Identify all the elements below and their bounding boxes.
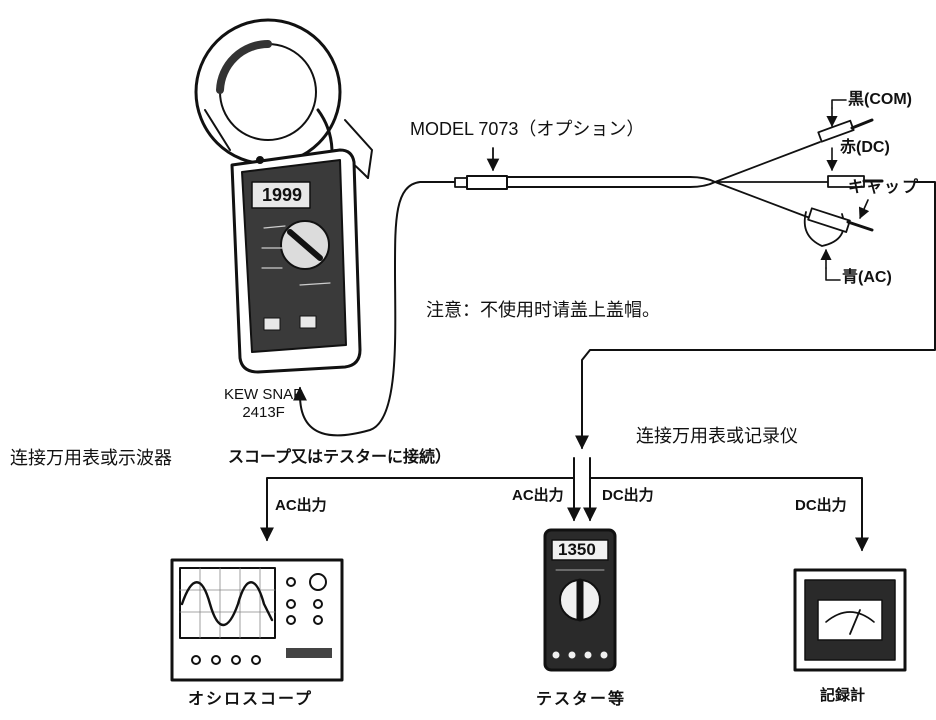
red-lead-probe: [826, 147, 884, 188]
tester-lcd: [551, 539, 609, 561]
recorder: [793, 568, 907, 672]
left-jack: [263, 317, 281, 331]
output-cable: [581, 181, 936, 441]
clamp-meter-model-number: 2413F: [242, 404, 285, 421]
ac-output-label-left: AC出力: [275, 497, 327, 514]
meter-lcd: [251, 181, 311, 209]
clamp-jaw: [194, 18, 373, 179]
dc-output-label-right: DC出力: [795, 497, 847, 514]
meter-output-cable: [299, 181, 456, 437]
tester-display: 1350: [558, 540, 596, 559]
red-lead-label: 赤(DC): [840, 139, 890, 156]
blue-lead-label: 青(AC): [842, 269, 892, 286]
adapter-model-label: MODEL 7073（オプション）: [410, 119, 645, 139]
right-jack: [299, 315, 317, 329]
connect-oscilloscope-note: 连接万用表或示波器: [10, 448, 172, 469]
clamp-meter: [194, 18, 373, 374]
meter-body: [230, 148, 362, 374]
recorder-label: 記録計: [820, 687, 866, 704]
connect-scope-tester-note: スコープ又はテスターに接続）: [228, 449, 452, 466]
oscilloscope: [170, 558, 344, 682]
dc-output-label-center: DC出力: [602, 487, 654, 504]
cap-label: キャップ: [848, 179, 921, 196]
caution-note: 注意：不使用时请盖上盖帽。: [426, 300, 660, 321]
clamp-meter-model: KEW SNAP: [224, 386, 304, 403]
black-lead-label: 黒(COM): [848, 91, 912, 108]
connect-recorder-note: 连接万用表或记录仪: [636, 426, 798, 447]
ac-output-label-center: AC出力: [512, 487, 564, 504]
tester: [543, 528, 617, 672]
adapter-cable: [454, 141, 829, 219]
dc-output-branch: [589, 477, 869, 552]
oscilloscope-label: オシロスコープ: [188, 691, 314, 708]
clamp-meter-display: 1999: [262, 185, 303, 205]
black-lead-probe: [817, 99, 874, 143]
blue-lead-probe: [803, 199, 874, 281]
ac-output-branch: [260, 477, 575, 542]
tester-label: テスター等: [536, 691, 627, 708]
